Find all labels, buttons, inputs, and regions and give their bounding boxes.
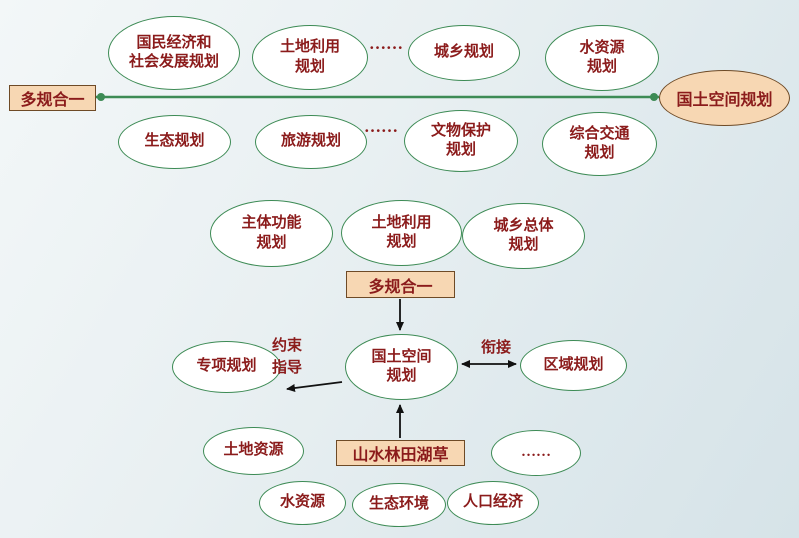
mountain-water-forest-field-lake-grass-box: 山水林田湖草 bbox=[336, 440, 465, 466]
element-ellipse-ecological-environment: 生态环境 bbox=[352, 483, 446, 527]
plan-ellipse-main-function: 主体功能 规划 bbox=[210, 200, 333, 267]
plan-ellipse-comprehensive-transport: 综合交通 规划 bbox=[542, 112, 657, 176]
plan-ellipse-heritage-protection: 文物保护 规划 bbox=[404, 110, 518, 172]
top-result-ellipse: 国土空间规划 bbox=[659, 70, 790, 126]
element-ellipse-land-resources: 土地资源 bbox=[203, 427, 304, 475]
arrow-center-to-special bbox=[286, 381, 343, 392]
regional-planning-ellipse: 区域规划 bbox=[520, 340, 627, 391]
element-ellipse-ellipsis: …… bbox=[491, 430, 581, 476]
linkage-label: 衔接 bbox=[480, 340, 511, 356]
plan-ellipse-urban-rural: 城乡规划 bbox=[408, 25, 520, 81]
constraint-guidance-label: 约束 指导 bbox=[271, 338, 302, 376]
territorial-spatial-planning-ellipse: 国土空间 规划 bbox=[345, 334, 458, 400]
green-endpoint-left-dot bbox=[97, 93, 105, 101]
plan-ellipse-ecological: 生态规划 bbox=[118, 115, 231, 169]
plan-ellipse-water-resources-top: 水资源 规划 bbox=[545, 25, 659, 91]
plan-ellipse-land-use-middle: 土地利用 规划 bbox=[341, 200, 462, 266]
lower-row-ellipsis: …… bbox=[364, 117, 398, 136]
top-merge-box: 多规合一 bbox=[9, 85, 96, 111]
middle-merge-box: 多规合一 bbox=[346, 271, 455, 298]
plan-ellipse-national-economic-social: 国民经济和 社会发展规划 bbox=[108, 16, 240, 90]
plan-ellipse-land-use-top: 土地利用 规划 bbox=[252, 25, 368, 90]
plan-ellipse-tourism: 旅游规划 bbox=[255, 115, 367, 169]
plan-ellipse-urban-rural-master: 城乡总体 规划 bbox=[462, 203, 585, 269]
green-endpoint-right-dot bbox=[650, 93, 658, 101]
special-planning-ellipse: 专项规划 bbox=[172, 341, 281, 393]
element-ellipse-population-economy: 人口经济 bbox=[447, 481, 539, 525]
upper-row-ellipsis: …… bbox=[369, 34, 403, 53]
element-ellipse-water-resources: 水资源 bbox=[259, 481, 346, 525]
